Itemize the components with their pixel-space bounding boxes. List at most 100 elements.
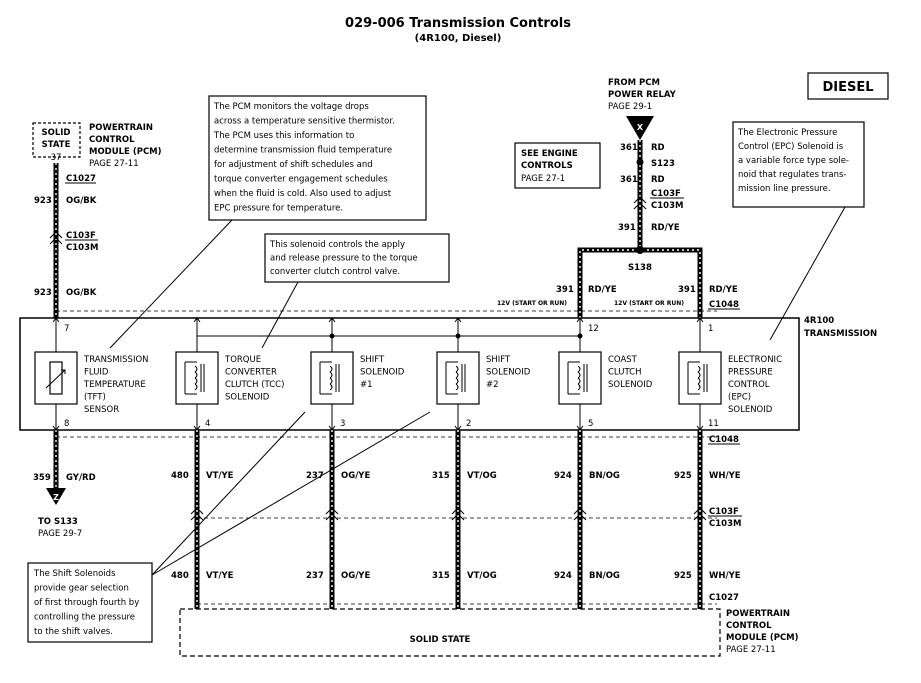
note-tft-line: EPC pressure for temperature. xyxy=(214,204,343,214)
see-engine-line1: SEE ENGINE xyxy=(521,149,578,159)
component-name-line: CONVERTER xyxy=(225,368,277,378)
note-tft-box xyxy=(208,95,427,221)
note-epc-line: The Electronic Pressure xyxy=(737,128,837,138)
note-epc-box xyxy=(732,121,865,208)
wire-color: OG/YE xyxy=(341,571,370,581)
component-name-line: TEMPERATURE xyxy=(83,380,146,390)
note-epc-line: a variable force type sole- xyxy=(738,156,849,166)
wire-color: OG/YE xyxy=(341,471,370,481)
note-tft-line: when the fluid is cold. Also used to adj… xyxy=(214,189,392,199)
component-box-1 xyxy=(175,351,219,405)
component-name-line: CLUTCH (TCC) xyxy=(225,380,284,390)
wire-circuit: 237 xyxy=(306,471,324,481)
coil-icon xyxy=(194,365,198,391)
wire-color: BN/OG xyxy=(589,571,620,581)
internal-power-bus xyxy=(196,335,580,352)
feed-color-3: RD/YE xyxy=(651,223,680,233)
pin-bottom: 4 xyxy=(205,419,210,429)
note-epc-line: Control (EPC) Solenoid is xyxy=(738,142,844,152)
component-name-line: COAST xyxy=(608,355,638,365)
wire-circuit: 237 xyxy=(306,571,324,581)
x-connector-arrow xyxy=(626,116,654,140)
component-name-line: #2 xyxy=(486,380,499,390)
feed-c103m: C103M xyxy=(651,201,683,211)
pin-top: 7 xyxy=(64,324,69,334)
wire-circuit: 925 xyxy=(674,471,692,481)
component-name-line: CLUTCH xyxy=(608,368,642,378)
feed-circuit-3: 391 xyxy=(618,223,636,233)
wire-circuit: 480 xyxy=(171,571,189,581)
left-c1027: C1027 xyxy=(66,174,96,184)
to-s133: TO S133 xyxy=(38,517,78,527)
left-wire-color-top: OG/BK xyxy=(66,196,97,206)
note-tft: The PCM monitors the voltage dropsacross… xyxy=(213,102,395,214)
note-tcc-leader xyxy=(261,281,299,349)
component-name-line: #1 xyxy=(360,380,373,390)
note-tft-line: for adjustment of shift schedules and xyxy=(214,160,373,170)
note-tft-line: The PCM monitors the voltage drops xyxy=(213,102,369,112)
left-wire-low-circuit: 359 xyxy=(33,473,51,483)
s123-label: S123 xyxy=(651,159,675,169)
note-tcc-line: This solenoid controls the apply xyxy=(269,240,405,250)
component-box-3 xyxy=(436,351,480,405)
transmission-label-line2: TRANSMISSION xyxy=(804,329,877,339)
z-connector-arrow xyxy=(46,488,66,505)
wire-circuit: 315 xyxy=(432,571,450,581)
pin-bottom: 2 xyxy=(466,419,471,429)
bottom-c103m: C103M xyxy=(709,519,741,529)
component-name-line: SOLENOID xyxy=(728,405,773,415)
feed-left-note: 12V (START OR RUN) xyxy=(497,300,567,307)
note-tft-line: determine transmission fluid temperature xyxy=(214,146,392,156)
bottom-c1048: C1048 xyxy=(709,435,739,445)
note-tft-leader xyxy=(109,219,233,349)
pcm-top-label-2: CONTROL xyxy=(89,135,135,145)
coil-icon xyxy=(697,365,701,391)
pin-top: 12 xyxy=(588,324,599,334)
note-epc-leader xyxy=(769,206,846,341)
diesel-badge-box xyxy=(807,72,889,100)
pin-bottom: 3 xyxy=(340,419,345,429)
pin-bottom: 5 xyxy=(588,419,593,429)
see-engine-line2: CONTROLS xyxy=(521,161,573,171)
bottom-c1027: C1027 xyxy=(709,593,739,603)
component-name-line: (TFT) xyxy=(84,393,106,403)
see-engine-line3: PAGE 27-1 xyxy=(521,174,565,184)
component-name-line: SENSOR xyxy=(84,405,119,415)
feed-color-1: RD xyxy=(651,143,665,153)
left-wire-low-color: GY/RD xyxy=(66,473,96,483)
component-name-line: FLUID xyxy=(84,368,109,378)
coil-icon xyxy=(455,365,459,391)
note-tcc: This solenoid controls the apply and rele… xyxy=(269,240,418,277)
component-name-line: PRESSURE xyxy=(728,368,773,378)
coil-icon xyxy=(329,365,333,391)
bottom-wire-layer: 480VT/YE480VT/YE54237OG/YE237OG/YE6315VT… xyxy=(171,430,741,626)
component-name-line: TRANSMISSION xyxy=(83,355,149,365)
pcm-top-label-3: MODULE (PCM) xyxy=(89,147,162,157)
feed-circuit-2: 361 xyxy=(620,175,638,185)
pin-bottom: 8 xyxy=(64,419,69,429)
wire-circuit: 480 xyxy=(171,471,189,481)
feed-color-2: RD xyxy=(651,175,665,185)
wire-color: VT/OG xyxy=(467,571,497,581)
component-5: ELECTRONICPRESSURECONTROL(EPC)SOLENOID11… xyxy=(678,317,782,431)
pcm-top-pin: 37 xyxy=(51,153,62,163)
note-tcc-line: and release pressure to the torque xyxy=(270,254,418,264)
pcm-top-page: PAGE 27-11 xyxy=(89,159,139,169)
component-box-2 xyxy=(310,351,354,405)
transmission-label-line1: 4R100 xyxy=(804,316,834,326)
see-engine-box xyxy=(514,142,601,189)
component-name-line: TORQUE xyxy=(224,355,261,365)
bottom-c103f: C103F xyxy=(709,507,739,517)
component-name-line: (EPC) xyxy=(728,393,751,403)
component-layer: TRANSMISSION FLUID TEMPERATURE (TFT) SENSOR 7… xyxy=(34,317,782,431)
wire-color: BN/OG xyxy=(589,471,620,481)
